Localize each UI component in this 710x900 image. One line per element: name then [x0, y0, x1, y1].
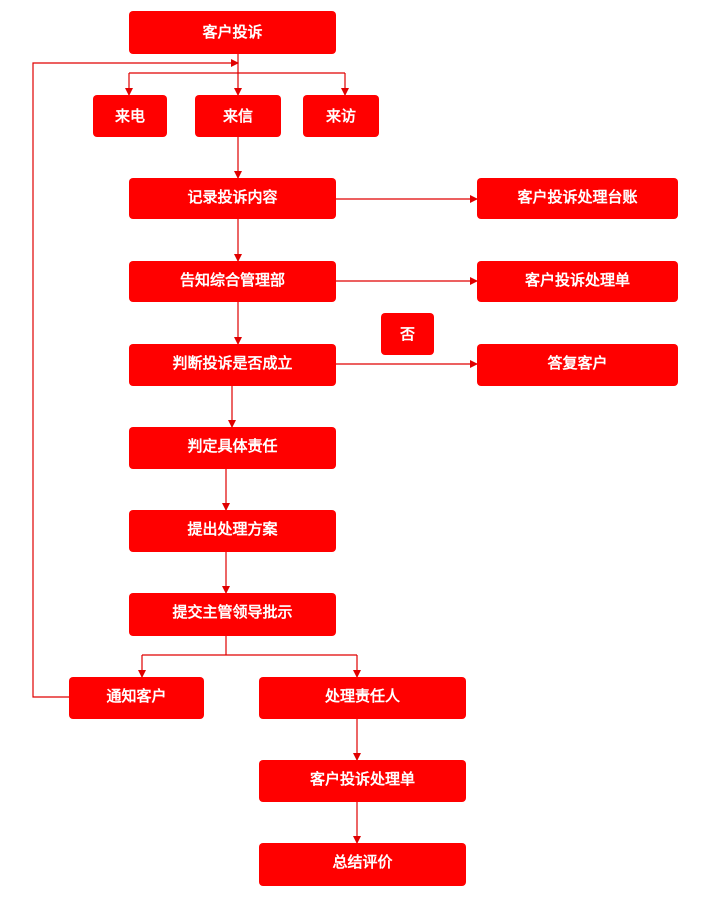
node-submit: 提交主管领导批示: [129, 593, 336, 636]
node-summary: 总结评价: [259, 843, 466, 886]
node-phone: 来电: [93, 95, 167, 137]
node-responsibility: 判定具体责任: [129, 427, 336, 469]
node-judge: 判断投诉是否成立: [129, 344, 336, 386]
node-complaint: 客户投诉: [129, 11, 336, 54]
node-handler: 处理责任人: [259, 677, 466, 719]
node-form-bottom: 客户投诉处理单: [259, 760, 466, 802]
node-notify-dept: 告知综合管理部: [129, 261, 336, 302]
node-visit: 来访: [303, 95, 379, 137]
node-no-label: 否: [381, 313, 434, 355]
node-form-top: 客户投诉处理单: [477, 261, 678, 302]
node-notify-customer: 通知客户: [69, 677, 204, 719]
node-reply: 答复客户: [477, 344, 678, 386]
node-letter: 来信: [195, 95, 281, 137]
node-ledger: 客户投诉处理台账: [477, 178, 678, 219]
node-plan: 提出处理方案: [129, 510, 336, 552]
connector-feedback-loop: [32, 59, 239, 698]
node-record: 记录投诉内容: [129, 178, 336, 219]
